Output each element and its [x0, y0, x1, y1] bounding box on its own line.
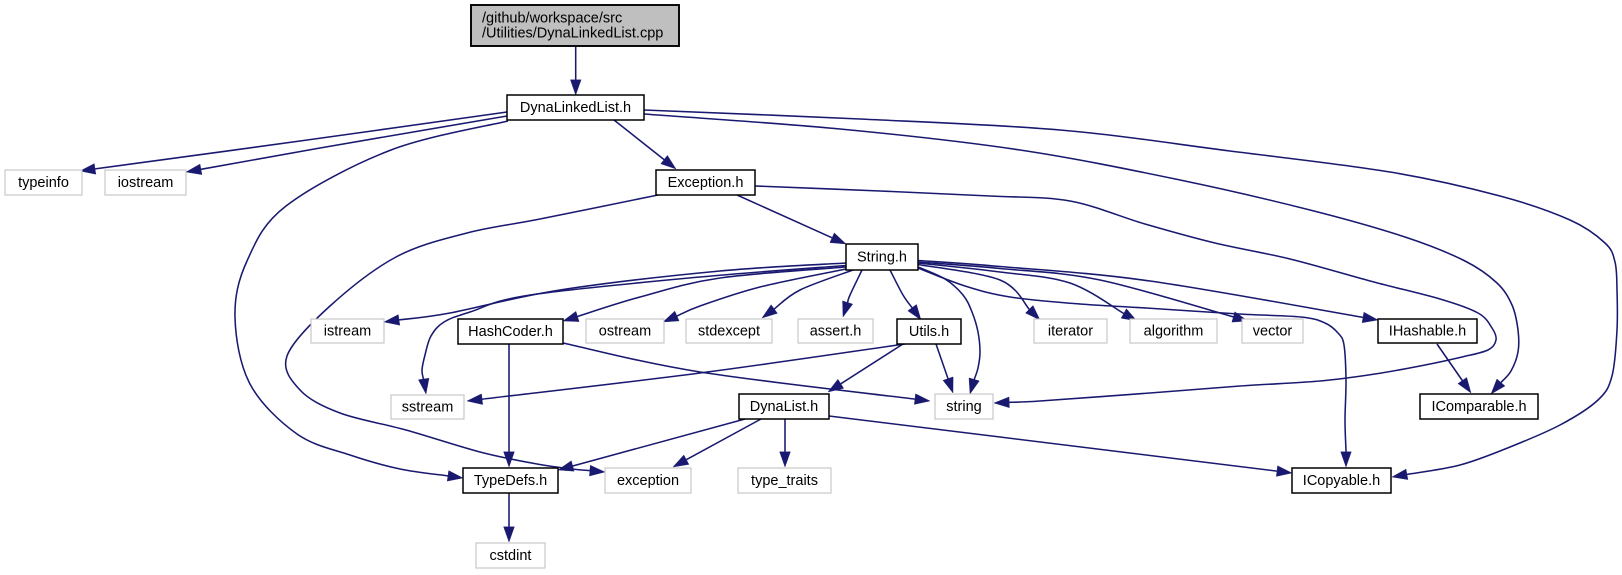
- svg-text:Utils.h: Utils.h: [909, 324, 949, 340]
- svg-text:IComparable.h: IComparable.h: [1431, 399, 1526, 415]
- svg-text:iostream: iostream: [118, 175, 174, 191]
- svg-text:ICopyable.h: ICopyable.h: [1303, 473, 1380, 489]
- svg-text:/Utilities/DynaLinkedList.cpp: /Utilities/DynaLinkedList.cpp: [482, 25, 663, 41]
- svg-text:IHashable.h: IHashable.h: [1389, 323, 1466, 339]
- svg-text:vector: vector: [1253, 323, 1293, 339]
- svg-text:ostream: ostream: [599, 323, 651, 339]
- svg-text:HashCoder.h: HashCoder.h: [468, 324, 553, 340]
- svg-text:DynaLinkedList.h: DynaLinkedList.h: [520, 100, 631, 116]
- svg-text:exception: exception: [617, 473, 679, 489]
- svg-text:sstream: sstream: [402, 399, 454, 415]
- svg-text:assert.h: assert.h: [810, 323, 862, 339]
- svg-text:/github/workspace/src: /github/workspace/src: [482, 10, 622, 26]
- svg-text:istream: istream: [324, 323, 372, 339]
- svg-text:type_traits: type_traits: [751, 473, 818, 489]
- svg-text:algorithm: algorithm: [1144, 323, 1204, 339]
- svg-text:typeinfo: typeinfo: [18, 175, 69, 191]
- svg-text:TypeDefs.h: TypeDefs.h: [474, 473, 547, 489]
- svg-text:cstdint: cstdint: [490, 548, 532, 564]
- svg-text:stdexcept: stdexcept: [698, 323, 760, 339]
- svg-text:string: string: [946, 399, 981, 415]
- svg-text:Exception.h: Exception.h: [668, 175, 744, 191]
- svg-text:String.h: String.h: [857, 249, 907, 265]
- svg-text:DynaList.h: DynaList.h: [750, 399, 819, 415]
- svg-text:iterator: iterator: [1048, 323, 1093, 339]
